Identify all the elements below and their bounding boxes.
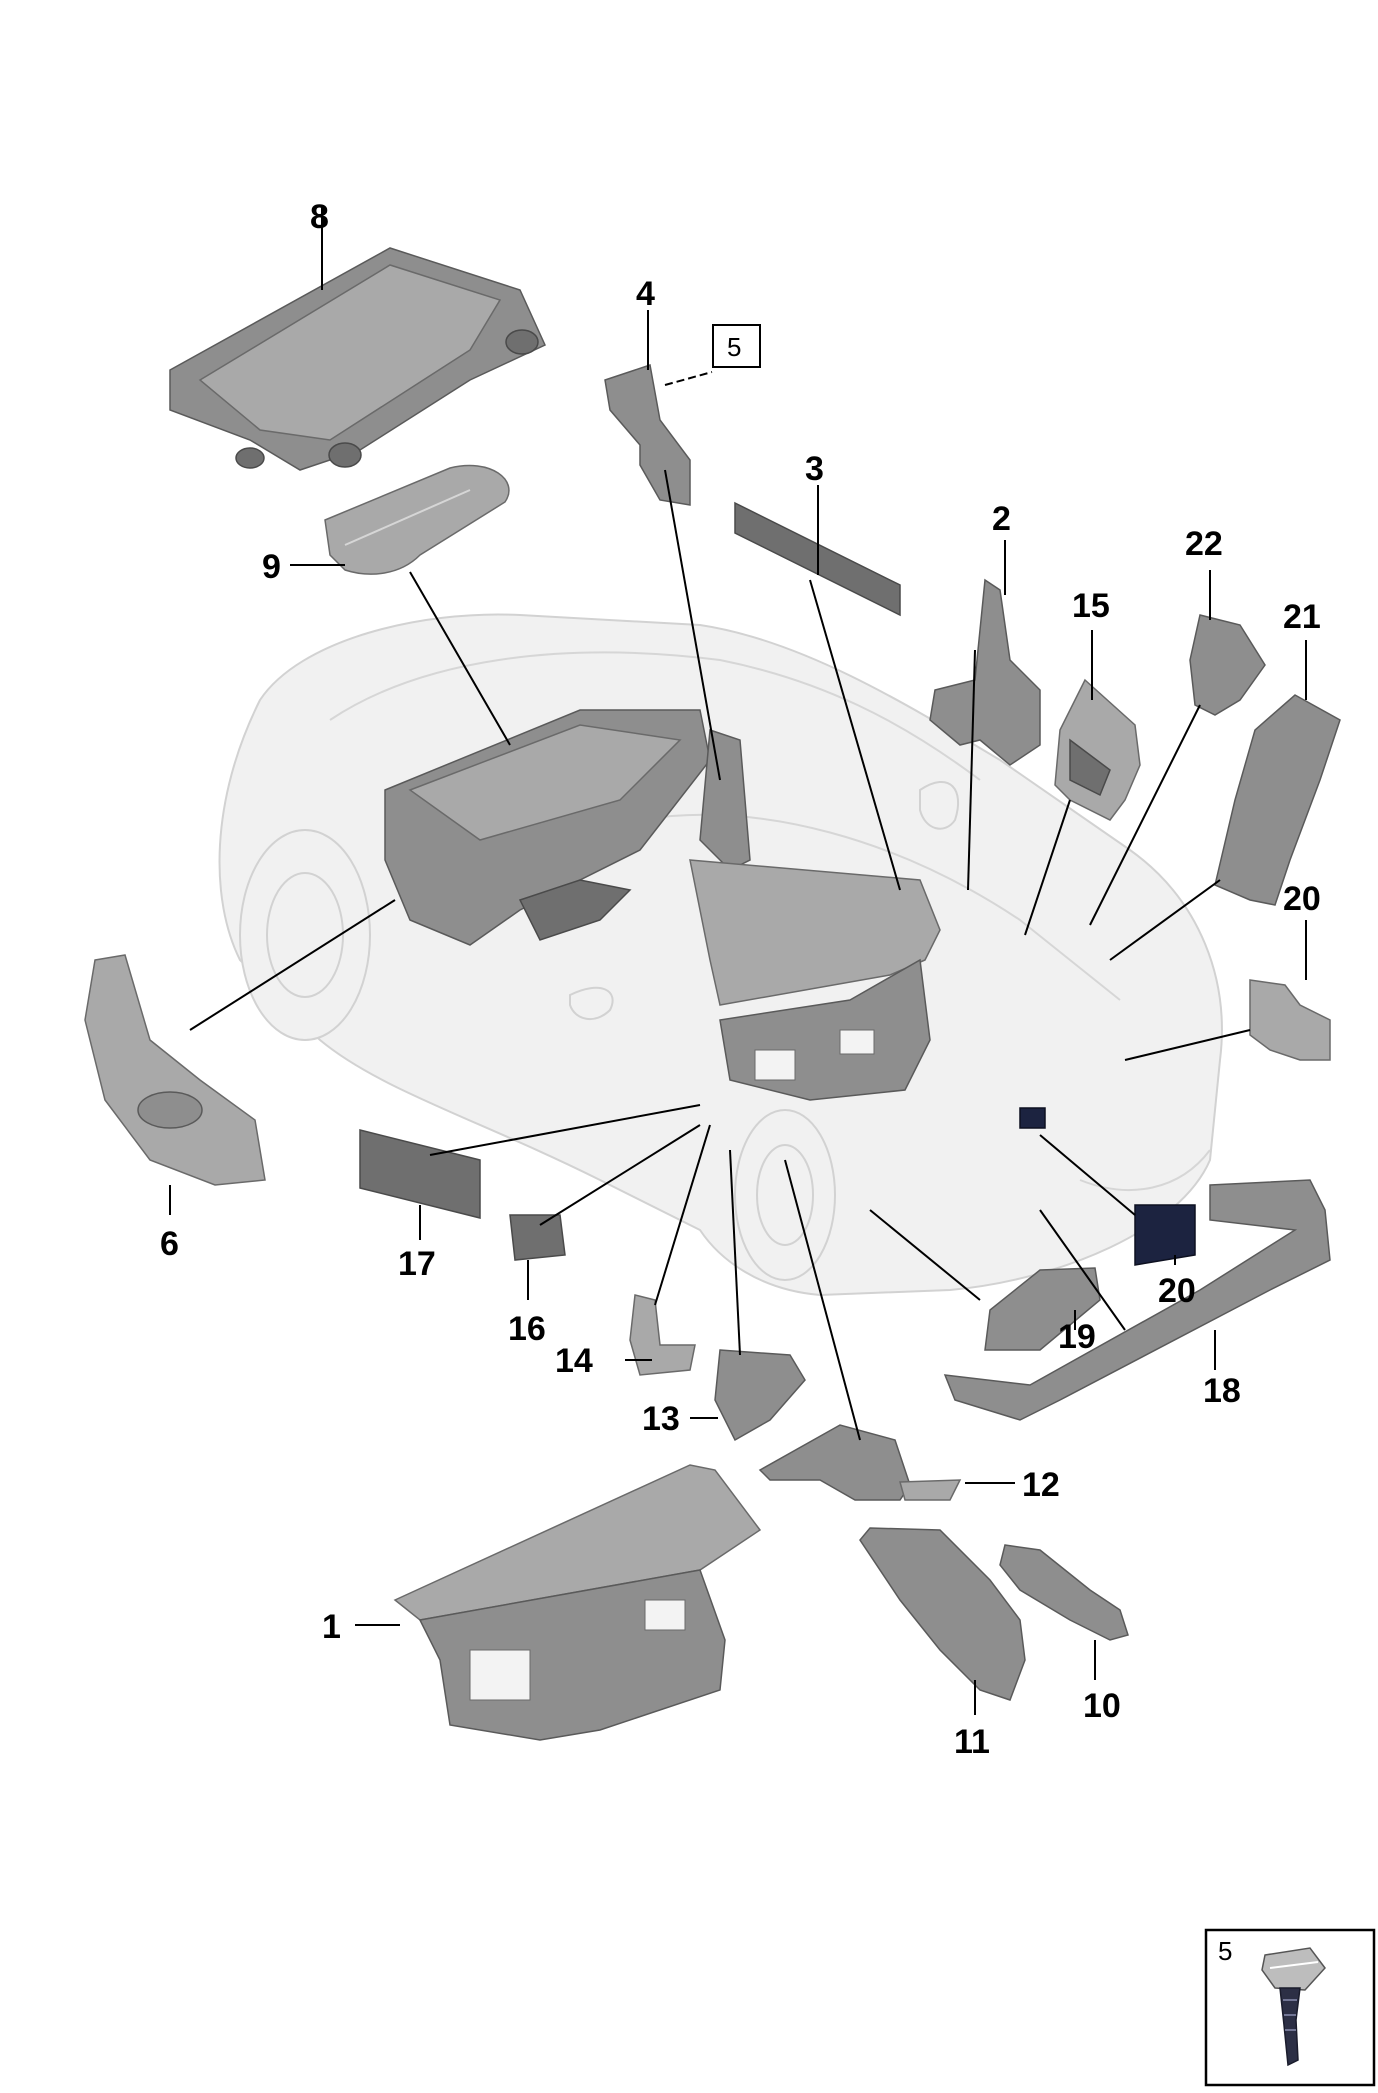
leader-lines <box>169 205 1307 1715</box>
callout-14[interactable]: 15 <box>1072 587 1110 625</box>
part-18-pad <box>984 1267 1101 1351</box>
part-9-bracket <box>999 1544 1129 1641</box>
callout-9[interactable]: 10 <box>1083 1687 1121 1725</box>
callout-8[interactable]: 9 <box>262 548 281 586</box>
callout-6[interactable]: 6 <box>160 1225 179 1263</box>
clip-fastener-icon <box>1261 1947 1326 2067</box>
callout-10[interactable]: 11 <box>954 1723 990 1761</box>
part-2-side-panel <box>929 578 1041 766</box>
callout-labels: 8 9 4 3 2 15 22 21 20 6 17 16 14 13 12 1… <box>160 198 1321 1761</box>
central-assembly <box>384 709 941 1101</box>
callout-7[interactable]: 8 <box>310 198 329 236</box>
part-13-bracket <box>629 1294 696 1376</box>
callout-18[interactable]: 19 <box>1058 1318 1096 1356</box>
part-6-liner <box>84 954 266 1186</box>
callout-15[interactable]: 16 <box>508 1310 546 1348</box>
callout-1[interactable]: 1 <box>322 1608 341 1646</box>
part-19-foam-block <box>1019 1107 1196 1266</box>
part-22-insulation <box>1189 614 1266 716</box>
part-12-bracket <box>714 1349 806 1442</box>
part-11-duct <box>758 1424 962 1501</box>
detail-box-label: 5 <box>1218 1936 1232 1966</box>
part-10-duct <box>859 1527 1026 1701</box>
part-4-bracket <box>604 364 691 506</box>
part-16-pad <box>359 1129 481 1219</box>
callout-12[interactable]: 13 <box>642 1400 680 1438</box>
part-17-seal <box>943 1179 1331 1421</box>
callout-2[interactable]: 2 <box>992 500 1011 538</box>
part-20-block <box>1249 979 1331 1061</box>
part-1-rear-panel <box>393 1464 762 1741</box>
callout-20[interactable]: 20 <box>1283 880 1321 918</box>
part-8-cover-plate <box>324 464 510 575</box>
callout-21[interactable]: 21 <box>1283 598 1321 636</box>
callout-22[interactable]: 22 <box>1185 525 1223 563</box>
boxed-reference-5[interactable]: 5 <box>712 324 761 368</box>
part-7-engine-cover <box>169 247 546 471</box>
part-21-panel <box>1214 694 1341 906</box>
part-14-insulation <box>1054 678 1141 821</box>
part-15-pad <box>509 1214 566 1261</box>
callout-19[interactable]: 20 <box>1158 1272 1196 1310</box>
callout-3[interactable]: 3 <box>805 450 824 488</box>
callout-4[interactable]: 4 <box>636 275 655 313</box>
callout-13[interactable]: 14 <box>555 1342 593 1380</box>
boxed-reference-label: 5 <box>727 332 741 362</box>
callout-11[interactable]: 12 <box>1022 1466 1060 1504</box>
callout-16[interactable]: 17 <box>398 1245 436 1283</box>
callout-17[interactable]: 18 <box>1203 1372 1241 1410</box>
detail-box-5[interactable]: 5 <box>1204 1928 1376 2087</box>
